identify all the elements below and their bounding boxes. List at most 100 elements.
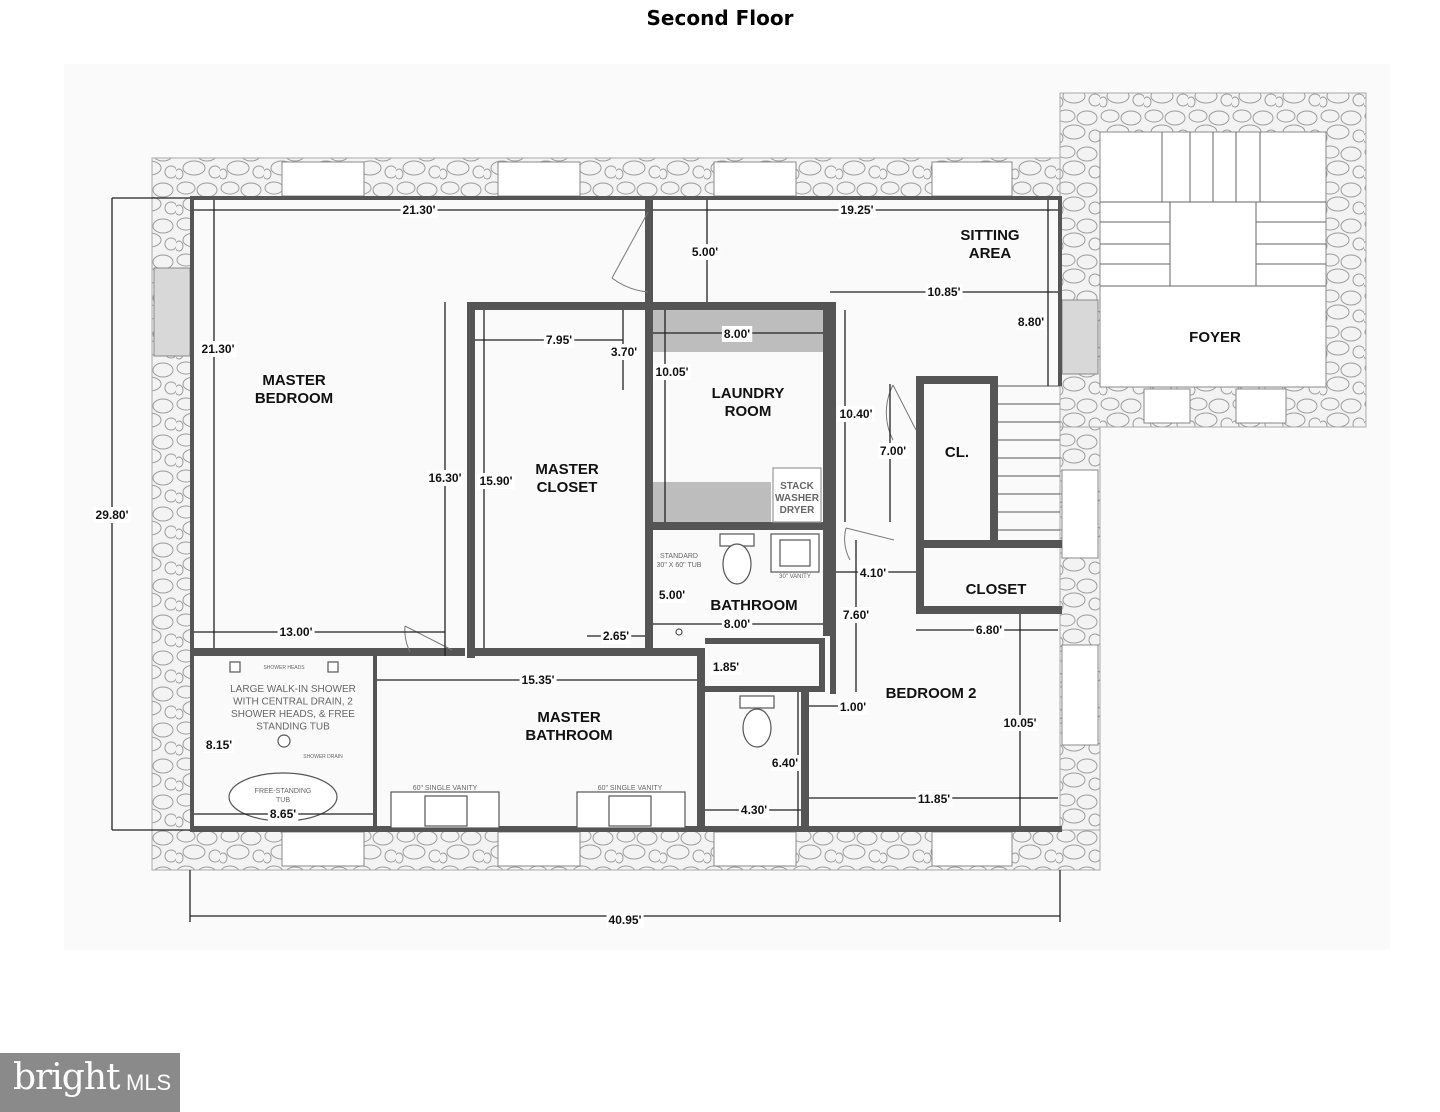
dim-label: 10.05'	[1004, 716, 1037, 730]
dim-label: 1.00'	[840, 700, 866, 714]
label-line: CLOSET	[537, 479, 598, 496]
label-line: WASHER	[775, 493, 820, 504]
label-line: MASTER	[537, 709, 601, 726]
foyer-stair-grid	[1100, 132, 1326, 287]
dim-label: 7.00'	[880, 444, 906, 458]
dim-label: 15.35'	[522, 673, 555, 687]
dim-label-backing	[840, 607, 872, 623]
dim-label-backing	[838, 202, 876, 218]
label-line: AREA	[969, 245, 1012, 262]
shower-note: LARGE WALK-IN SHOWER WITH CENTRAL DRAIN, …	[230, 684, 356, 733]
label-line: STACK	[780, 481, 814, 492]
interior-walls	[190, 196, 1062, 832]
brand-name: bright	[13, 1057, 120, 1098]
label-line: STANDARD	[660, 553, 698, 560]
dim-label-backing	[738, 802, 770, 818]
dim-label-backing	[277, 624, 315, 640]
dim-label-backing	[519, 672, 557, 688]
dim-label: 16.30'	[429, 471, 462, 485]
label-line: BATHROOM	[525, 727, 612, 744]
dim-label-backing	[837, 406, 875, 422]
dim-label-backing	[710, 659, 742, 675]
dim-label-backing	[426, 470, 464, 486]
dim-label-backing	[925, 284, 963, 300]
label-line: SITTING	[960, 227, 1019, 244]
dim-label-backing	[203, 737, 235, 753]
dim-label: 40.95'	[609, 913, 642, 927]
fixtures	[228, 467, 822, 829]
dim-label: 10.85'	[928, 285, 961, 299]
label-line: LARGE WALK-IN SHOWER	[230, 684, 356, 695]
dim-label: 4.30'	[741, 803, 767, 817]
dim-label-backing	[199, 341, 237, 357]
dim-label: 10.40'	[840, 407, 873, 421]
stairs	[998, 385, 1060, 531]
dim-label: 10.05'	[656, 365, 689, 379]
page-title: Second Floor	[646, 6, 794, 30]
dim-label: 4.10'	[860, 566, 886, 580]
windows	[153, 161, 1287, 867]
dim-label-backing	[857, 565, 889, 581]
dim-label: 8.15'	[206, 738, 232, 752]
dim-label-backing	[543, 332, 575, 348]
dim-label-backing	[769, 755, 801, 771]
dim-label: 21.30'	[403, 203, 436, 217]
dim-label: 5.00'	[659, 588, 685, 602]
room-label-closet: CLOSET	[966, 581, 1027, 598]
label-line: BEDROOM	[255, 390, 333, 407]
dim-label-backing	[267, 806, 299, 822]
dim-label-backing	[1015, 314, 1047, 330]
dim-label-backing	[877, 443, 909, 459]
dim-label-backing	[400, 202, 438, 218]
label-line: WITH CENTRAL DRAIN, 2	[233, 697, 353, 708]
dim-label-backing	[721, 326, 753, 342]
dim-label-backing	[600, 628, 632, 644]
dim-label-backing	[653, 364, 691, 380]
dim-label: 21.30'	[202, 342, 235, 356]
dimension-labels: 21.30' 19.25' 5.00' 10.85' 8.80' 21.30' …	[93, 202, 1047, 928]
dim-label: 6.80'	[976, 623, 1002, 637]
dim-label: 5.00'	[692, 245, 718, 259]
dim-label-backing	[973, 622, 1005, 638]
dim-label: 8.65'	[270, 807, 296, 821]
label-line: FREE-STANDING	[255, 788, 312, 795]
label-line: STANDING TUB	[256, 722, 330, 733]
dim-label: 6.40'	[772, 756, 798, 770]
label-line: LAUNDRY	[712, 385, 785, 402]
brand-mls: MLS	[126, 1070, 172, 1095]
doors	[404, 211, 917, 653]
room-label-foyer: FOYER	[1189, 329, 1241, 346]
shower-heads-label: SHOWER HEADS	[263, 665, 305, 671]
label-line: MASTER	[535, 461, 599, 478]
vanity-60-left-label: 60" SINGLE VANITY	[413, 785, 478, 792]
dim-label: 8.00'	[724, 617, 750, 631]
dim-label: 29.80'	[96, 508, 129, 522]
shower-drain-label: SHOWER DRAIN	[303, 754, 343, 760]
label-line: ROOM	[725, 403, 772, 420]
dim-label: 19.25'	[841, 203, 874, 217]
dim-label-backing	[477, 473, 515, 489]
label-line: 30" X 60" TUB	[657, 562, 702, 569]
dim-label-backing	[689, 244, 721, 260]
dim-label: 13.00'	[280, 625, 313, 639]
dim-label-backing	[608, 344, 640, 360]
standard-tub-label: STANDARD 30" X 60" TUB	[657, 553, 702, 569]
room-label-cl: CL.	[945, 444, 969, 461]
room-label-bathroom: BATHROOM	[710, 597, 797, 614]
dim-label-backing	[656, 587, 688, 603]
dim-label: 7.95'	[546, 333, 572, 347]
room-label-bedroom-2: BEDROOM 2	[886, 685, 977, 702]
label-line: TUB	[276, 797, 290, 804]
label-line: SHOWER HEADS, & FREE	[231, 709, 355, 720]
label-line: MASTER	[262, 372, 326, 389]
dim-label-backing	[93, 507, 131, 523]
dim-label: 8.00'	[724, 327, 750, 341]
dim-label: 1.85'	[713, 660, 739, 674]
dim-label: 2.65'	[603, 629, 629, 643]
